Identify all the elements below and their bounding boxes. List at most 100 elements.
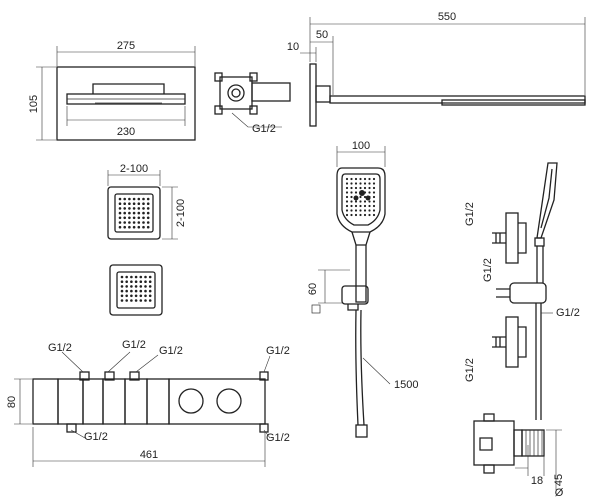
nozzle-dot	[368, 200, 371, 203]
arm-length-label: 550	[438, 11, 456, 23]
mixer-height-label: 80	[6, 396, 18, 408]
nozzle-dot	[118, 221, 122, 224]
nozzle-dot	[359, 213, 362, 217]
nozzle-dot	[359, 195, 362, 199]
nozzle-dot	[144, 289, 147, 293]
nozzle-dot	[372, 186, 376, 190]
nozzle-dot	[128, 216, 131, 220]
nozzle-dot	[130, 289, 133, 293]
nozzle-dot	[134, 280, 138, 284]
nozzle-dot	[345, 182, 349, 185]
nozzle-dot	[134, 285, 138, 288]
nozzle-dot	[350, 204, 353, 208]
nozzle-dot	[354, 186, 358, 190]
nozzle-dot	[148, 289, 152, 293]
nozzle-dot	[350, 177, 353, 181]
nozzle-dot	[350, 191, 353, 194]
shower-head-height-label: 105	[28, 95, 40, 113]
nozzle-dot	[368, 204, 371, 208]
nozzle-dot	[118, 211, 122, 215]
nozzle-dot	[125, 299, 128, 302]
mixer-width-label: 461	[140, 449, 158, 461]
nozzle-dot	[123, 202, 126, 205]
nozzle-dot	[372, 209, 376, 212]
nozzle-dot	[130, 285, 133, 288]
nozzle-dot	[132, 202, 136, 205]
mixer-thread-label-6: G1/2	[266, 432, 290, 444]
nozzle-dot	[137, 221, 141, 224]
nozzle-dot	[120, 294, 124, 298]
side-thread-label-3: G1/2	[556, 307, 580, 319]
nozzle-dot	[142, 197, 145, 201]
connector-box: G1/2	[214, 72, 291, 135]
nozzle-dot	[144, 275, 147, 279]
nozzle-dot	[345, 177, 349, 181]
nozzle-dot	[130, 275, 133, 279]
nozzle-dot	[359, 177, 362, 181]
side-depth-label: 18	[531, 475, 543, 487]
nozzle-dot	[146, 207, 150, 210]
nozzle-dot	[130, 294, 133, 298]
nozzle-dot	[372, 213, 376, 217]
nozzle-dot	[354, 177, 358, 181]
nozzle-dot	[146, 221, 150, 224]
nozzle-dot	[139, 275, 143, 279]
nozzle-dot	[345, 200, 349, 203]
nozzle-dot	[372, 191, 376, 194]
nozzle-dot	[118, 225, 122, 229]
nozzle-dot	[137, 216, 141, 220]
nozzle-dot	[139, 299, 143, 302]
nozzle-dot	[372, 204, 376, 208]
nozzle-dot	[142, 211, 145, 215]
nozzle-dot	[148, 294, 152, 298]
nozzle-dot	[368, 213, 371, 217]
nozzle-dot	[354, 213, 358, 217]
hand-shower-width-label: 100	[352, 140, 370, 152]
arm-flange-label: 10	[287, 41, 299, 53]
nozzle-dot	[354, 200, 358, 203]
nozzle-dot	[125, 289, 128, 293]
nozzle-dot	[132, 197, 136, 201]
nozzle-dot	[142, 225, 145, 229]
nozzle-dot	[120, 280, 124, 284]
mixer-thread-label-3: G1/2	[159, 345, 183, 357]
nozzle-dot	[128, 207, 131, 210]
holder-height-label: 60	[307, 283, 319, 295]
nozzle-dot	[137, 225, 141, 229]
nozzle-dot	[137, 197, 141, 201]
nozzle-dot	[146, 211, 150, 215]
side-view: G1/2 G1/2 G1/2 G1/2 18 45 Ø	[464, 162, 580, 499]
shower-head-length-label: 275	[117, 40, 135, 52]
nozzle-dot	[345, 186, 349, 190]
nozzle-dot	[120, 275, 124, 279]
nozzle-dot	[128, 202, 131, 205]
nozzle-dot	[368, 209, 371, 212]
nozzle-dot	[128, 197, 131, 201]
nozzle-dot	[128, 211, 131, 215]
mixer-thread-label-2: G1/2	[122, 339, 146, 351]
nozzle-dot	[123, 221, 126, 224]
body-jet-height-label: 2-100	[175, 199, 187, 227]
side-thread-label-1: G1/2	[464, 202, 476, 226]
nozzle-dot	[144, 299, 147, 302]
hose-length-label: 1500	[394, 379, 418, 391]
nozzle-dot	[146, 197, 150, 201]
nozzle-dot	[142, 202, 145, 205]
nozzle-dot	[144, 294, 147, 298]
nozzle-dot	[123, 216, 126, 220]
nozzle-dot	[350, 200, 353, 203]
shower-head-front-view: 275 230 105	[28, 40, 196, 141]
nozzle-dot	[128, 221, 131, 224]
side-diameter-symbol: Ø	[555, 487, 564, 499]
nozzle-dot	[345, 195, 349, 199]
nozzle-dot	[363, 204, 367, 208]
nozzle-dot	[368, 191, 371, 194]
nozzle-dot	[345, 204, 349, 208]
nozzle-dot	[139, 285, 143, 288]
nozzle-dot	[146, 225, 150, 229]
nozzle-dot	[359, 200, 362, 203]
nozzle-dot	[132, 211, 136, 215]
nozzle-dot	[148, 285, 152, 288]
nozzle-dot	[137, 211, 141, 215]
